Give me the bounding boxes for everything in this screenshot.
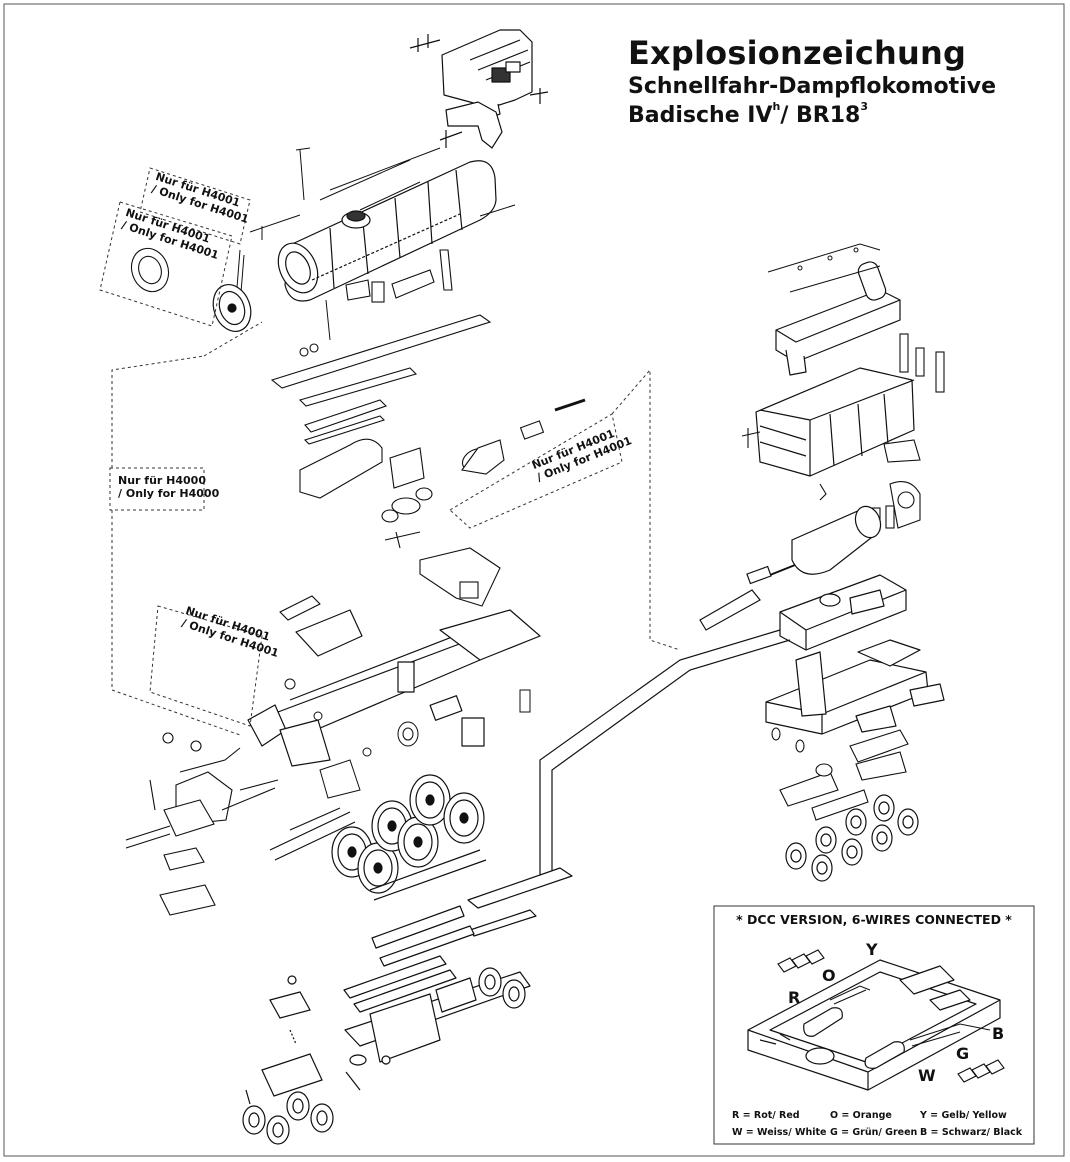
title-line3: Badische IVh/ BR183 bbox=[628, 100, 869, 128]
wire-label-g: G bbox=[956, 1044, 970, 1063]
loco-chassis bbox=[247, 595, 541, 767]
title-line1: Explosionzeichung bbox=[628, 34, 967, 72]
loco-motor-parts bbox=[299, 398, 586, 607]
dcc-decoder-board bbox=[747, 959, 1001, 1091]
boiler-assembly bbox=[277, 160, 497, 302]
tender-coal-load bbox=[775, 261, 901, 376]
callout-outlines bbox=[99, 167, 681, 736]
tender-bogie-parts bbox=[771, 727, 909, 821]
loco-gear-parts bbox=[284, 678, 531, 799]
wire-label-y: Y bbox=[866, 940, 878, 959]
tender-motor bbox=[699, 505, 882, 631]
legend-red: R = Rot/ Red bbox=[732, 1110, 800, 1121]
legend-orange: O = Orange bbox=[830, 1110, 892, 1121]
wire-label-o: O bbox=[822, 966, 836, 985]
boiler-piping bbox=[235, 147, 516, 341]
pony-truck bbox=[242, 975, 391, 1145]
note-h4000-line2: / Only for H4000 bbox=[118, 487, 220, 500]
page-frame bbox=[3, 3, 1065, 1157]
tender-wheels bbox=[785, 794, 919, 882]
legend-green: G = Grün/ Green bbox=[830, 1127, 918, 1138]
legend-black: B = Schwarz/ Black bbox=[920, 1127, 1023, 1138]
lower-frame-plates bbox=[343, 867, 573, 1013]
wire-label-b: B bbox=[992, 1024, 1005, 1043]
title-line2: Schnellfahr-Dampflokomotive bbox=[628, 74, 996, 99]
note-h4000-line1: Nur für H4000 bbox=[118, 474, 206, 487]
dcc-wire-traces bbox=[829, 985, 991, 1047]
trailing-wheels bbox=[478, 967, 526, 1009]
tender-side-parts bbox=[741, 333, 945, 501]
dcc-title: * DCC VERSION, 6-WIRES CONNECTED * bbox=[736, 912, 1012, 927]
note-h4000: Nur für H4000 / Only for H4000 bbox=[118, 474, 219, 500]
tender-chassis-bottom bbox=[765, 639, 945, 735]
front-buffer-parts bbox=[125, 732, 279, 916]
tender-body bbox=[755, 367, 915, 477]
legend-yellow: Y = Gelb/ Yellow bbox=[920, 1110, 1007, 1121]
driving-wheels bbox=[331, 774, 485, 894]
tender-chassis-top bbox=[779, 574, 907, 651]
running-boards bbox=[270, 314, 492, 445]
dcc-connector-parts bbox=[777, 949, 1005, 1083]
title-line3-sup1: h bbox=[772, 100, 781, 113]
title-line3-main: Badische IV bbox=[628, 103, 773, 128]
smokebox-door bbox=[212, 284, 252, 332]
h4001-smokebox-door bbox=[130, 247, 170, 293]
connecting-rods bbox=[269, 807, 487, 901]
title-line3-mid: / BR18 bbox=[780, 103, 861, 128]
drawbar-wire bbox=[539, 629, 791, 881]
valve-parts bbox=[345, 249, 453, 303]
tender-handrail bbox=[767, 243, 881, 293]
legend-white: W = Weiss/ White bbox=[732, 1127, 827, 1138]
wire-label-w: W bbox=[918, 1066, 936, 1085]
title-line3-sup2: 3 bbox=[860, 100, 869, 113]
cab-roof-part bbox=[439, 101, 503, 149]
wire-label-r: R bbox=[788, 988, 801, 1007]
